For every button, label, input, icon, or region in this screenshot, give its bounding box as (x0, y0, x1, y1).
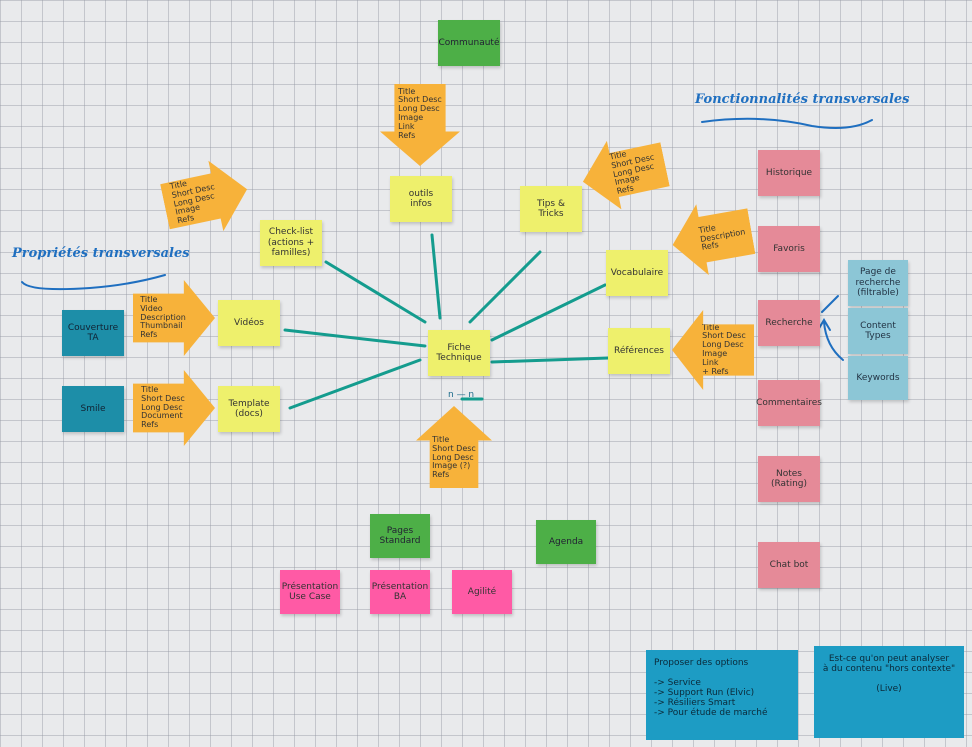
note-tips: Tips & Tricks (520, 186, 582, 232)
left-heading: Propriétés transversales (12, 246, 190, 261)
underline-left (21, 274, 166, 291)
note-question: Est-ce qu'on peut analyser à du contenu … (814, 646, 964, 738)
note-recherche: Recherche (758, 300, 820, 346)
note-presentation-ba: Présentation BA (370, 570, 430, 614)
note-propriete-1: Couverture TA (62, 310, 124, 356)
line-references (490, 356, 610, 364)
arrow-pointer-1 (821, 295, 839, 313)
note-commentaires: Commentaires (756, 380, 822, 426)
line-checklist (324, 260, 427, 324)
underline-right (701, 117, 873, 129)
right-heading: Fonctionnalités transversales (695, 92, 910, 107)
note-pages-standard: Pages Standard (370, 514, 430, 558)
note-proposer-options: Proposer des options -> Service -> Suppo… (646, 650, 798, 740)
line-vocabulaire (490, 283, 607, 342)
note-fiche-technique: Fiche Technique (428, 330, 490, 376)
label-small: n — n (448, 390, 475, 400)
note-agilite: Agilité (452, 570, 512, 614)
line-tips (468, 250, 542, 324)
note-presentation-usecase: Présentation Use Case (280, 570, 340, 614)
note-communaute: Communauté (438, 20, 500, 66)
note-content-types: Content Types (848, 308, 908, 354)
note-outils: outils infos (390, 176, 452, 222)
note-agenda: Agenda (536, 520, 596, 564)
note-propriete-2: Smile (62, 386, 124, 432)
note-favoris: Favoris (758, 226, 820, 272)
note-historique: Historique (758, 150, 820, 196)
note-checklist: Check-list (actions + familles) (260, 220, 322, 266)
arrow-pointer-2 (817, 318, 844, 361)
note-notes-rating: Notes (Rating) (758, 456, 820, 502)
note-references: Références (608, 328, 670, 374)
note-videos: Vidéos (218, 300, 280, 346)
note-vocabulaire: Vocabulaire (606, 250, 668, 296)
note-chatbot: Chat bot (758, 542, 820, 588)
note-page-recherche: Page de recherche (filtrable) (848, 260, 908, 306)
line-outils (430, 233, 442, 320)
line-template (288, 358, 422, 410)
note-template: Template (docs) (218, 386, 280, 432)
line-videos (283, 328, 427, 348)
note-keywords: Keywords (848, 356, 908, 400)
